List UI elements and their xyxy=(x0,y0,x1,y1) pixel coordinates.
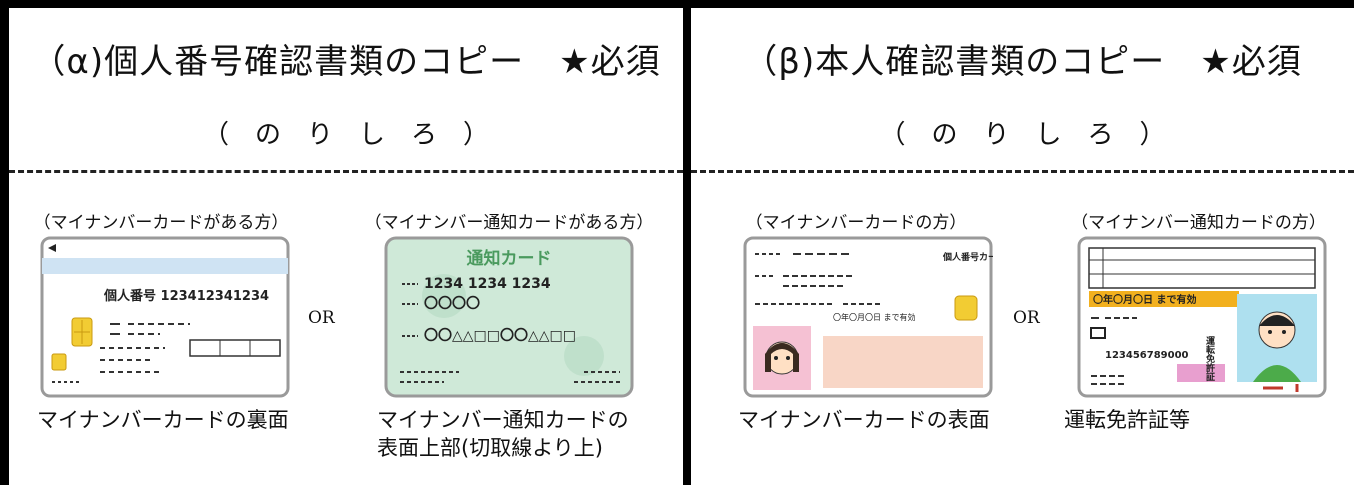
notification-card-title: 通知カード xyxy=(467,248,552,269)
front-card-expiry: 〇年〇月〇日 まで有効 xyxy=(833,312,916,322)
notification-card-name: 〇〇〇〇 xyxy=(424,295,480,312)
front-card-label: 個人番号カード xyxy=(942,251,993,263)
license-side-text: 運転免許証 xyxy=(1204,336,1215,382)
beta-option1-note: （マイナンバーカードの方） xyxy=(745,213,967,233)
alpha-or-label: OR xyxy=(308,308,335,328)
beta-panel: （β)本人確認書類のコピー ★必須 （ の り し ろ ） （マイナンバーカード… xyxy=(691,8,1354,485)
beta-option2-note: （マイナンバー通知カードの方） xyxy=(1071,213,1326,233)
alpha-panel: （α)個人番号確認書類のコピー ★必須 （ の り し ろ ） （マイナンバーカ… xyxy=(9,8,683,485)
drivers-license-image: 〇年〇月〇日 まで有効 123456789000 運転免許証 xyxy=(1077,236,1327,398)
license-number: 123456789000 xyxy=(1105,350,1189,361)
beta-option1-caption: マイナンバーカードの表面 xyxy=(738,408,990,432)
beta-title: （β)本人確認書類のコピー ★必須 xyxy=(743,42,1302,82)
notification-card-image: 通知カード 1234 1234 1234 〇〇〇〇 〇〇△△□□〇〇△△□□ xyxy=(384,236,634,398)
cut-line-right xyxy=(691,170,1354,173)
card-back-number-text: 個人番号 123412341234 xyxy=(103,288,269,304)
center-divider xyxy=(683,0,691,485)
left-border xyxy=(0,0,9,485)
alpha-option2-note: （マイナンバー通知カードがある方） xyxy=(364,213,654,233)
alpha-option1-note: （マイナンバーカードがある方） xyxy=(33,213,289,233)
alpha-title: （α)個人番号確認書類のコピー ★必須 xyxy=(31,42,661,82)
top-border xyxy=(0,0,1354,8)
cut-line-left xyxy=(9,170,683,173)
alpha-option1-caption: マイナンバーカードの裏面 xyxy=(37,408,289,432)
license-expiry: 〇年〇月〇日 まで有効 xyxy=(1093,293,1196,306)
alpha-option2-caption-line1: マイナンバー通知カードの xyxy=(377,408,629,432)
beta-glue-area: （ の り し ろ ） xyxy=(879,120,1166,150)
beta-option2-caption: 運転免許証等 xyxy=(1064,408,1190,432)
mynumber-card-front-image: 個人番号カード 〇年〇月〇日 まで有効 xyxy=(743,236,993,398)
alpha-glue-area: （ の り し ろ ） xyxy=(202,120,489,150)
notification-card-address: 〇〇△△□□〇〇△△□□ xyxy=(424,327,576,344)
alpha-option2-caption-line2: 表面上部(切取線より上) xyxy=(377,436,603,460)
mynumber-card-back-image: 個人番号 123412341234 xyxy=(40,236,290,398)
notification-card-number: 1234 1234 1234 xyxy=(424,276,551,292)
beta-or-label: OR xyxy=(1013,308,1040,328)
